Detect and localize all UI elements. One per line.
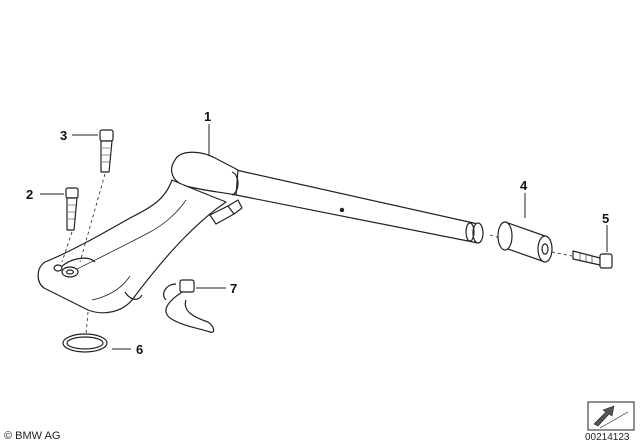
bracket-arm (37, 179, 227, 314)
part-2-bolt (65, 187, 79, 231)
diagram-symbol-icon (587, 401, 635, 431)
part-7-cable-tie (163, 279, 215, 333)
handlebar-tube (235, 169, 479, 244)
part-5-screw (572, 250, 613, 269)
part-6-o-ring (62, 333, 108, 353)
tube-end (472, 222, 484, 244)
clamp-head (171, 151, 239, 196)
callout-5: 5 (602, 211, 610, 226)
callout-4: 4 (520, 178, 528, 193)
copyright-label: © BMW AG (4, 430, 61, 442)
callout-1: 1 (204, 109, 212, 124)
part-4-bar-end-weight (497, 221, 553, 263)
part-3-bolt (99, 129, 114, 173)
callout-6: 6 (136, 342, 144, 357)
callout-7: 7 (230, 281, 238, 296)
diagram-id-label: 00214123 (585, 432, 630, 443)
leader-lines (40, 124, 608, 350)
callout-2: 2 (26, 187, 34, 202)
part-1-handlebar-assembly (37, 151, 484, 314)
callout-3: 3 (60, 128, 68, 143)
